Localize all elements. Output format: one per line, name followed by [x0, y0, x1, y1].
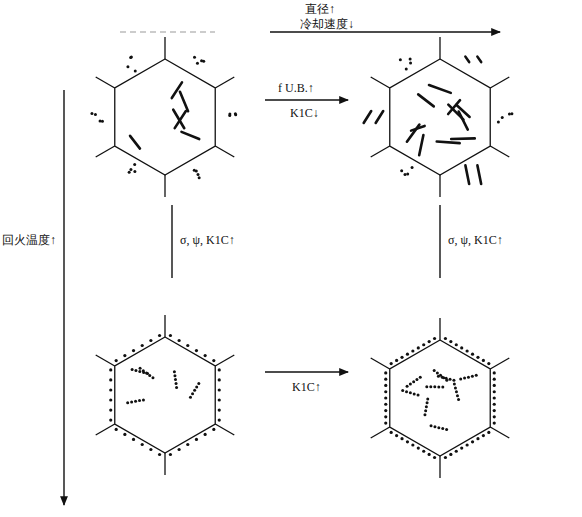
property-label: K1C↑ [292, 380, 321, 394]
cooling-rate-label: 冷却速度↓ [300, 17, 354, 31]
property-label: K1C↓ [290, 106, 319, 120]
grain [90, 37, 237, 197]
dashed-line [120, 32, 215, 33]
change-bar [439, 205, 440, 278]
diameter-arrow [270, 31, 500, 32]
transition-arrow [265, 99, 348, 100]
property-label: f U.B.↑ [278, 81, 314, 95]
grain [364, 37, 514, 197]
tempering-label: 回火温度↑ [2, 233, 56, 247]
property-label: σ, ψ, K1C↑ [180, 233, 235, 247]
grain [371, 318, 510, 478]
transition-arrow [265, 371, 348, 372]
diameter-label: 直径↑ [305, 2, 335, 16]
change-bar [171, 205, 172, 278]
grain [96, 315, 235, 475]
tempering-arrow [63, 90, 64, 505]
property-label: σ, ψ, K1C↑ [448, 233, 503, 247]
